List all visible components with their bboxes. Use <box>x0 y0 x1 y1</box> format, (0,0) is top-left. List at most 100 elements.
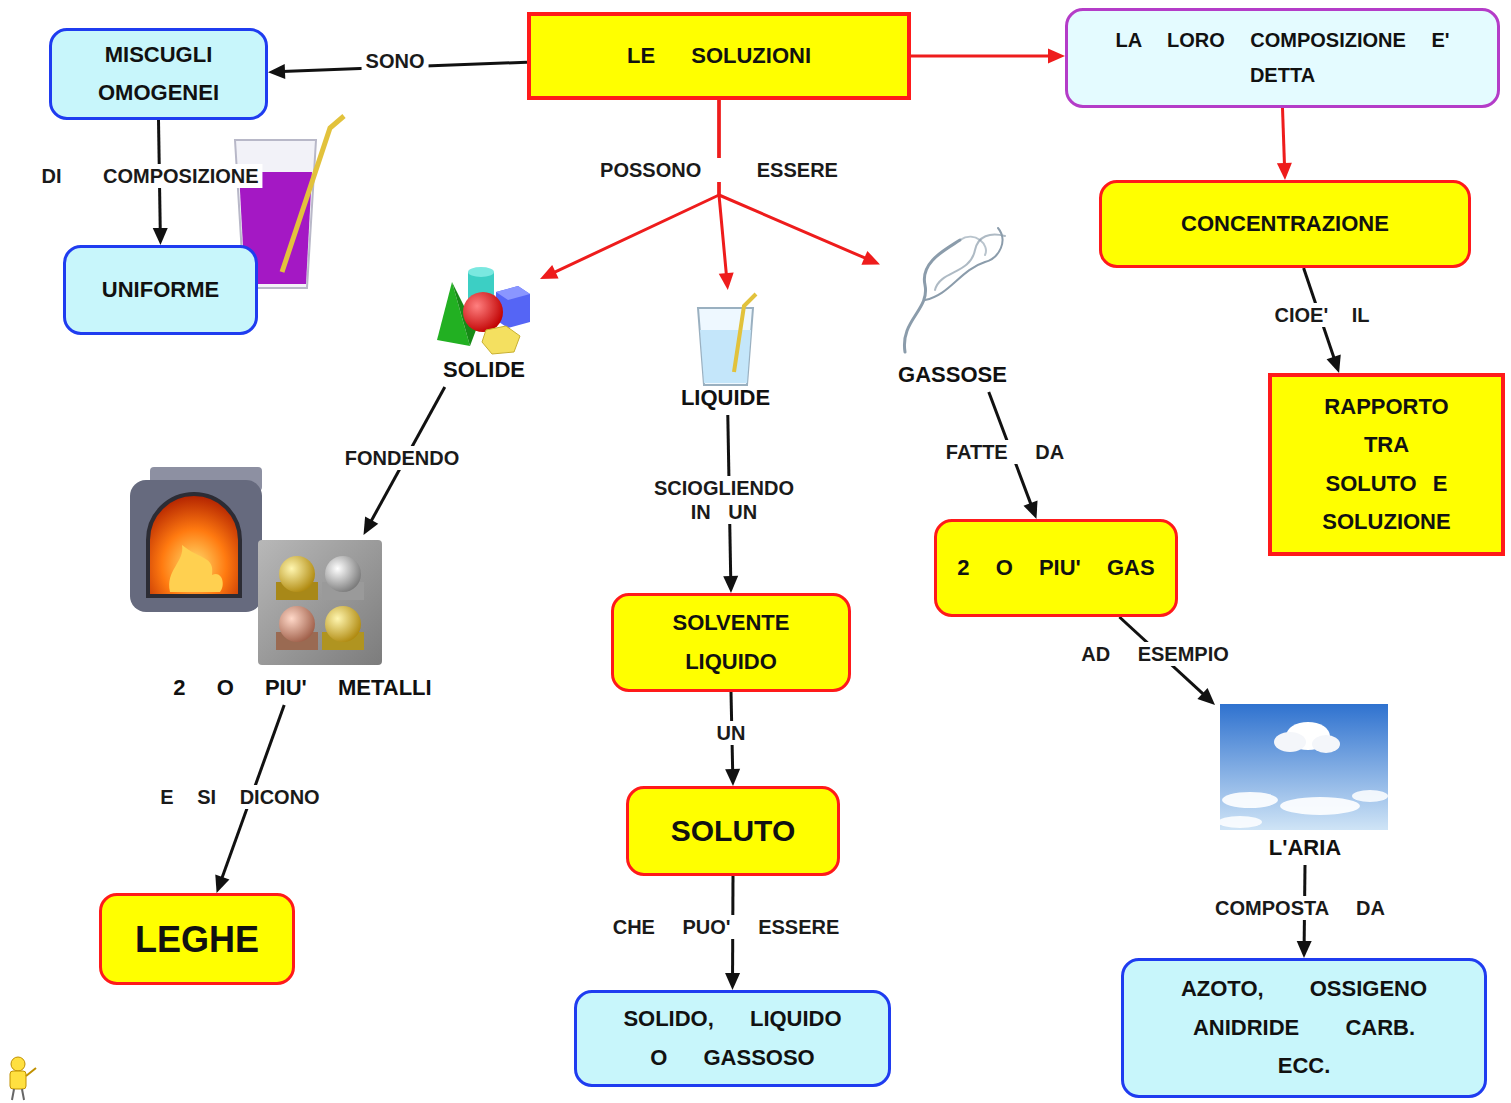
node-text: LE SOLUZIONI <box>627 37 811 76</box>
drink-glass-part <box>282 116 344 272</box>
edge-label: E SI DICONO <box>156 785 323 809</box>
sky-photo-part <box>1218 816 1262 828</box>
metal-spheres-part <box>258 540 382 665</box>
sky-photo-part <box>1312 735 1340 753</box>
sky-photo-part <box>1274 732 1306 752</box>
arrowhead <box>1197 688 1215 705</box>
concept-box: SOLUTO <box>626 786 840 876</box>
logo-figure <box>10 1057 36 1100</box>
metal-spheres-part <box>279 556 315 592</box>
arrowhead <box>540 265 559 279</box>
node-text: SOLIDE <box>443 356 525 385</box>
arrowhead <box>215 874 229 893</box>
connector <box>911 49 1065 64</box>
image-concept: GASSOSE <box>880 222 1025 392</box>
node-text: GASSOSE <box>898 361 1007 390</box>
solid-shapes-part <box>496 286 530 300</box>
arrowhead <box>1277 163 1292 180</box>
edge-label: SONO <box>362 49 429 73</box>
connector-line <box>553 100 719 273</box>
node-text: SOLVENTE LIQUIDO <box>624 604 838 681</box>
logo-figure-part <box>11 1057 25 1071</box>
arrowhead <box>1023 500 1037 519</box>
sky-photo-part <box>1220 704 1388 830</box>
node-text: MISCUGLI OMOGENEI <box>62 36 255 113</box>
concept-box: SOLVENTE LIQUIDO <box>611 593 851 692</box>
arrowhead <box>268 64 285 79</box>
logo-figure-part <box>22 1089 24 1100</box>
logo-figure-part <box>26 1068 36 1076</box>
smoke <box>904 228 1005 352</box>
arrowhead <box>1327 354 1341 373</box>
edge-label: POSSONO ESSERE <box>596 158 842 182</box>
edge-label: UN <box>713 721 750 745</box>
solid-shapes-part <box>468 267 494 277</box>
concept-box: RAPPORTO TRA SOLUTO E SOLUZIONE <box>1268 373 1505 556</box>
node-text: UNIFORME <box>102 271 219 310</box>
concept-box: LEGHE <box>99 893 295 985</box>
node-text: CONCENTRAZIONE <box>1181 205 1389 244</box>
water-glass-part <box>698 308 753 385</box>
image-concept: L'ARIA <box>1215 700 1395 865</box>
metal-spheres-part <box>279 606 315 642</box>
image-concept: 2 O PIU' METALLI <box>150 535 455 705</box>
edge-label: CIOE' IL <box>1271 303 1374 327</box>
arrowhead <box>725 769 740 786</box>
concept-box: UNIFORME <box>63 245 258 335</box>
edge-label: COMPOSTA DA <box>1211 896 1389 920</box>
sky-photo-part <box>1222 792 1278 808</box>
node-text: LIQUIDE <box>681 384 770 413</box>
node-text: SOLUTO <box>671 805 795 858</box>
furnace-part <box>130 480 262 612</box>
metal-spheres-part <box>325 606 361 642</box>
edge-label: SCIOGLIENDO IN UN <box>640 476 808 524</box>
node-text: LA LORO COMPOSIZIONE E' DETTA <box>1108 23 1457 93</box>
concept-box: LA LORO COMPOSIZIONE E' DETTA <box>1065 8 1500 108</box>
image-concept: SOLIDE <box>428 260 540 387</box>
furnace <box>130 467 262 612</box>
arrowhead <box>153 228 168 245</box>
node-text: RAPPORTO TRA SOLUTO E SOLUZIONE <box>1313 388 1460 542</box>
connector <box>540 100 719 279</box>
connector-line <box>1283 108 1285 166</box>
concept-box: CONCENTRAZIONE <box>1099 180 1471 268</box>
arrowhead <box>719 272 734 290</box>
connector <box>1277 108 1292 180</box>
concept-box: AZOTO, OSSIGENO ANIDRIDE CARB. ECC. <box>1121 958 1487 1098</box>
smoke-part <box>904 240 960 352</box>
solid-shapes-part <box>463 292 503 332</box>
connector <box>719 100 880 265</box>
node-text: LEGHE <box>135 908 259 971</box>
metal-spheres <box>258 540 382 665</box>
concept-box: LE SOLUZIONI <box>527 12 911 100</box>
arrowhead <box>1048 49 1065 64</box>
node-text: AZOTO, OSSIGENO ANIDRIDE CARB. ECC. <box>1159 970 1449 1086</box>
node-text: SOLIDO, LIQUIDO O GASSOSO <box>601 1000 864 1077</box>
solid-shapes-part <box>482 326 520 354</box>
arrowhead <box>725 973 740 990</box>
arrowhead <box>723 576 738 593</box>
metal-spheres-part <box>325 556 361 592</box>
smoke-part <box>960 237 986 255</box>
edge-label: AD ESEMPIO <box>1077 642 1233 666</box>
sky-photo <box>1218 704 1388 830</box>
furnace-part <box>169 545 223 592</box>
arrowhead <box>1297 941 1312 958</box>
smoke-part <box>925 228 1002 300</box>
logo-figure-part <box>12 1089 14 1100</box>
edge-label: DI COMPOSIZIONE <box>37 164 262 188</box>
concept-box: MISCUGLI OMOGENEI <box>49 28 268 120</box>
sky-photo-part <box>1280 797 1360 815</box>
node-text: L'ARIA <box>1269 834 1341 863</box>
logo-figure-part <box>10 1071 26 1089</box>
arrowhead <box>364 516 379 535</box>
edge-label: FATTE DA <box>942 440 1068 464</box>
arrowhead <box>861 251 880 265</box>
connector-line <box>911 55 1051 58</box>
water-glass-part <box>700 330 751 383</box>
edge-label: CHE PUO' ESSERE <box>609 915 844 939</box>
edge-label: FONDENDO <box>341 446 463 470</box>
image-concept: LIQUIDE <box>668 290 783 415</box>
sky-photo-part <box>1352 790 1388 802</box>
smoke-part <box>935 235 1005 290</box>
